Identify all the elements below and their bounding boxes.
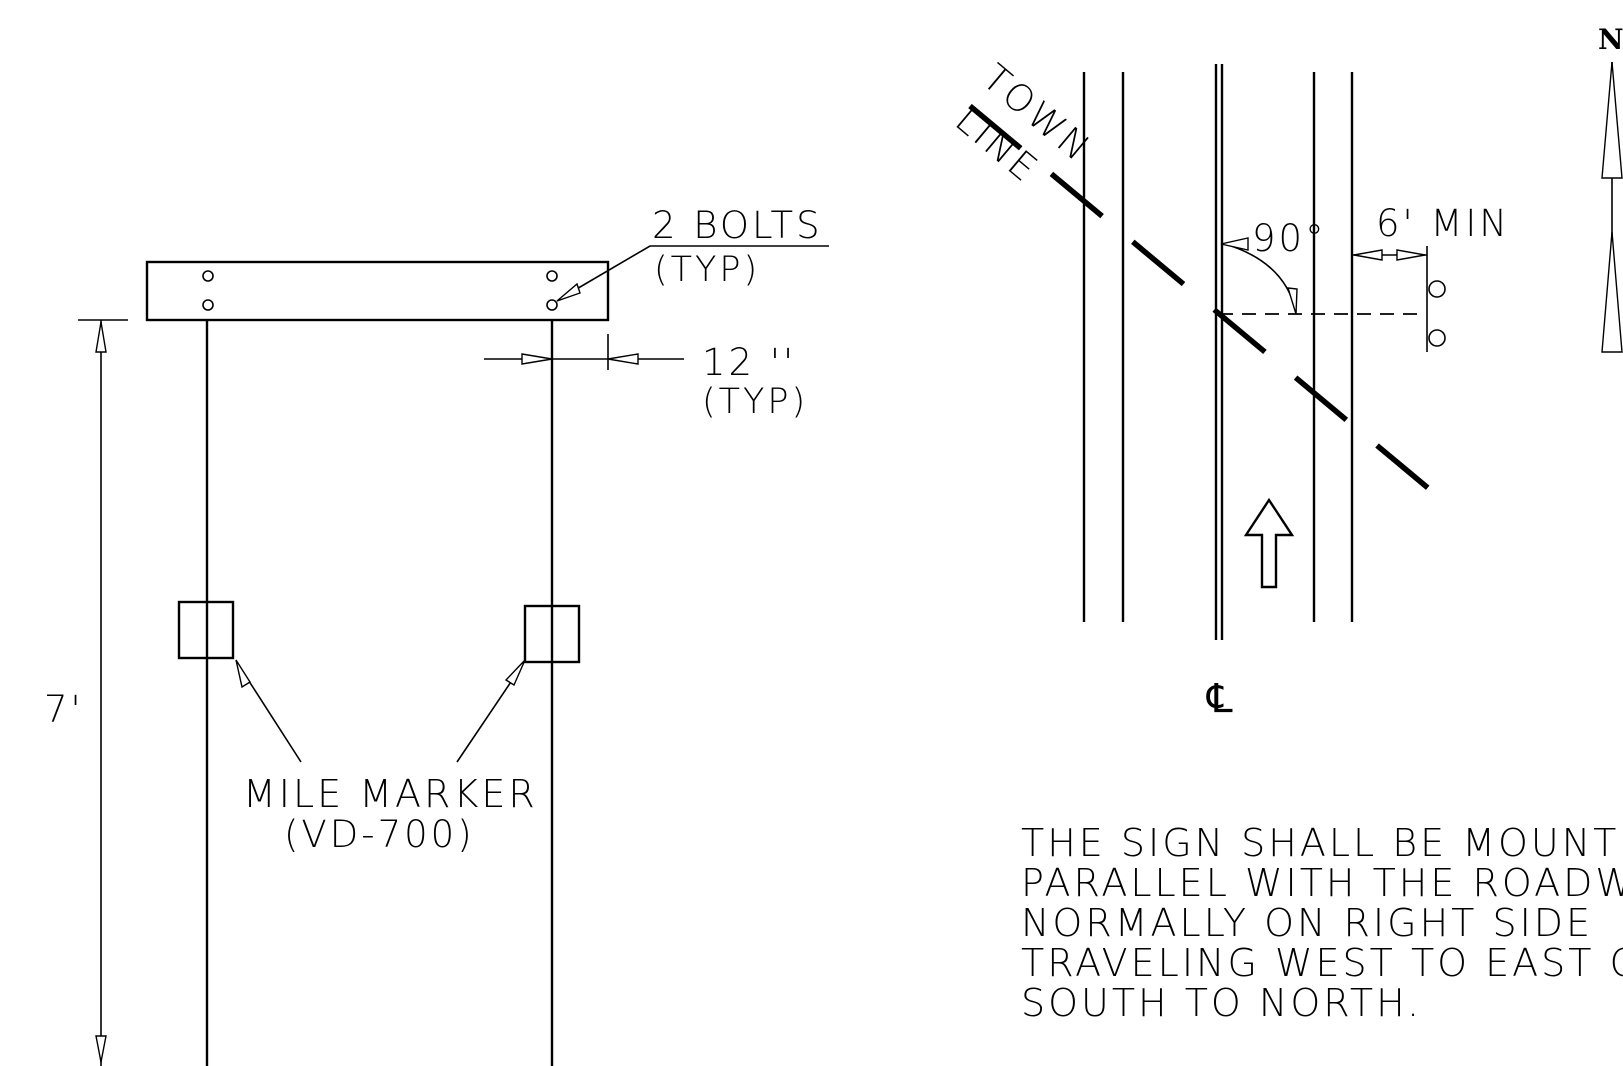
sign-panel: [145, 260, 610, 322]
marker-leader-arrowhead: [504, 659, 526, 687]
bolt-hole: [546, 299, 558, 311]
marker-leader-arrowhead: [235, 659, 251, 689]
marker-label: MILE MARKER: [243, 772, 538, 816]
mile-marker-left: [177, 600, 235, 660]
north-arrow-head: [1601, 231, 1623, 353]
angle-label: 90°: [1252, 217, 1327, 260]
north-arrow-head: [1601, 61, 1623, 179]
min-arrowhead: [1396, 249, 1426, 261]
bolt-hole: [202, 270, 214, 282]
note-line: TRAVELING WEST TO EAST OR: [1021, 941, 1623, 985]
north-label: N: [1598, 23, 1623, 56]
bolts-typ-label: (TYP): [654, 250, 760, 290]
angle-arrowhead: [1220, 237, 1249, 251]
note-line: SOUTH TO NORTH.: [1021, 981, 1422, 1025]
centerline-label: ℄: [1206, 676, 1236, 722]
offset-arrowhead: [521, 353, 553, 365]
min-arrowhead: [1353, 249, 1383, 261]
traffic-direction-arrow: [1243, 497, 1295, 589]
offset-label: 12 '': [702, 341, 796, 384]
offset-typ-label: (TYP): [702, 382, 808, 422]
min-label: 6' MIN: [1376, 202, 1510, 245]
town-line: [968, 103, 1460, 516]
height-arrowhead: [95, 321, 107, 353]
height-arrowhead: [95, 1035, 107, 1063]
note-line: THE SIGN SHALL BE MOUNTED: [1021, 821, 1623, 865]
height-label: 7': [44, 688, 84, 731]
offset-arrowhead: [607, 353, 639, 365]
north-arrow: N: [1598, 23, 1623, 353]
angle-arrowhead: [1287, 287, 1298, 315]
sign-post-plan: [1428, 280, 1446, 298]
note-line: NORMALLY ON RIGHT SIDE: [1021, 901, 1593, 945]
note-line: PARALLEL WITH THE ROADWAY: [1021, 861, 1623, 905]
bolts-leader: [562, 245, 829, 298]
bolts-leader-arrowhead: [556, 282, 581, 302]
sign-post-plan: [1428, 329, 1446, 347]
elevation-view: 2 BOLTS (TYP) 12 '' (TYP) 7' MILE MARKER…: [44, 204, 829, 1066]
bolt-hole: [202, 299, 214, 311]
mile-marker-right: [523, 604, 581, 664]
bolts-label: 2 BOLTS: [652, 204, 823, 247]
bolt-hole: [546, 270, 558, 282]
plan-view: TOWN LINE 90° 6' MIN ℄: [947, 56, 1510, 722]
marker-code-label: (VD-700): [284, 813, 475, 856]
mounting-note: THE SIGN SHALL BE MOUNTED PARALLEL WITH …: [1021, 821, 1623, 1025]
